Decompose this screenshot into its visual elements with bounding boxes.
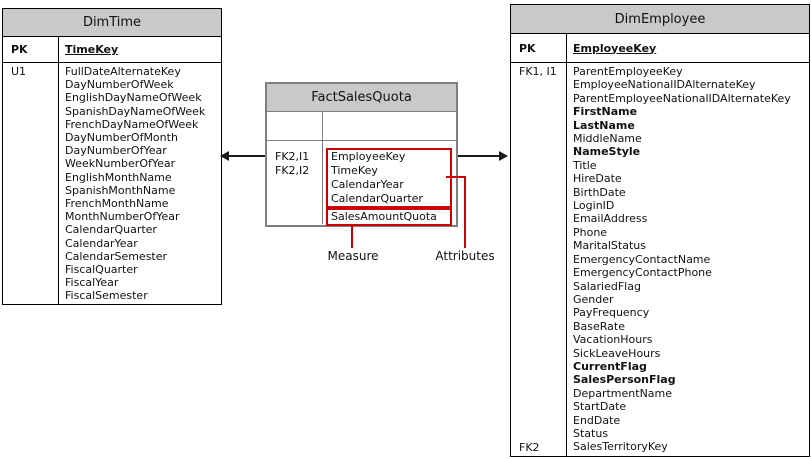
measure-leader-line xyxy=(351,226,353,248)
attributes-leader-line-vertical xyxy=(464,176,466,248)
column-name: EndDate xyxy=(573,413,621,427)
dim-time-title: DimTime xyxy=(3,9,221,37)
column-name: EmergencyContactPhone xyxy=(573,266,712,280)
column-name: ParentEmployeeKey xyxy=(573,65,683,78)
fact-empty-key-cell xyxy=(267,112,323,140)
column-name: NameStyle xyxy=(573,145,641,159)
dim-time-key-flag: U1 xyxy=(3,63,59,304)
dim-employee-key-flag-bottom: FK2 xyxy=(519,440,540,454)
column-name: Gender xyxy=(573,292,614,306)
dim-employee-pk-label: PK xyxy=(511,34,567,62)
column-name: FullDateAlternateKey xyxy=(65,65,181,78)
column-name: LastName xyxy=(573,118,635,132)
dim-employee-key-flag-top: FK1, I1 xyxy=(519,65,557,78)
measure-highlight-box: SalesAmountQuota xyxy=(326,208,452,226)
measure-column-name: SalesAmountQuota xyxy=(331,210,437,223)
column-name: DayNumberOfMonth xyxy=(65,131,178,145)
column-name: FiscalSemester xyxy=(65,289,148,303)
column-name: BirthDate xyxy=(573,185,626,199)
dim-time-pk-column: TimeKey xyxy=(65,43,119,56)
column-name: SpanishMonthName xyxy=(65,183,176,197)
column-name: Status xyxy=(573,426,609,440)
column-name: Phone xyxy=(573,225,608,239)
arrow-head-left-icon xyxy=(220,151,229,161)
column-name: MiddleName xyxy=(573,132,642,146)
column-name: Title xyxy=(573,158,597,172)
arrow-head-right-icon xyxy=(499,151,508,161)
column-name: SalesPersonFlag xyxy=(573,373,676,387)
fact-fk-flags: FK2,I1 FK2,I2 xyxy=(267,141,323,224)
attribute-column-name: CalendarYear xyxy=(331,178,404,191)
fact-empty-name-cell xyxy=(323,112,456,140)
fact-sales-quota-title: FactSalesQuota xyxy=(267,84,456,112)
column-name: EnglishMonthName xyxy=(65,170,172,184)
attribute-column-name: EmployeeKey xyxy=(331,150,406,163)
relationship-line-dimemployee xyxy=(458,155,500,157)
dim-time-pk-row: PK TimeKey xyxy=(3,37,221,63)
column-name: EmployeeNationalIDAlternateKey xyxy=(573,78,756,92)
column-name: BaseRate xyxy=(573,319,626,333)
relationship-line-dimtime xyxy=(228,155,266,157)
column-name: EmergencyContactName xyxy=(573,252,711,266)
column-name: PayFrequency xyxy=(573,306,650,320)
column-name: FrenchMonthName xyxy=(65,197,169,211)
measure-label: Measure xyxy=(327,249,379,263)
dim-employee-title: DimEmployee xyxy=(511,5,809,34)
column-name: SickLeaveHours xyxy=(573,346,661,360)
attributes-leader-line-horizontal xyxy=(446,176,466,178)
column-name: EnglishDayNameOfWeek xyxy=(65,91,202,105)
fact-fk-flag-2: FK2,I2 xyxy=(275,164,310,178)
column-name: EmailAddress xyxy=(573,212,648,226)
fact-fk-flag-1: FK2,I1 xyxy=(275,150,310,163)
column-name: CurrentFlag xyxy=(573,359,647,373)
column-name: CalendarQuarter xyxy=(65,223,157,237)
column-name: HireDate xyxy=(573,172,622,186)
attribute-column-name: CalendarQuarter xyxy=(331,192,423,205)
column-name: MaritalStatus xyxy=(573,239,646,253)
column-name: WeekNumberOfYear xyxy=(65,157,176,171)
column-name: MonthNumberOfYear xyxy=(65,210,180,224)
column-name: SalariedFlag xyxy=(573,279,641,293)
column-name: FrenchDayNameOfWeek xyxy=(65,117,199,131)
column-name: CalendarYear xyxy=(65,236,138,250)
column-name: DepartmentName xyxy=(573,386,673,400)
column-name: DayNumberOfYear xyxy=(65,144,167,158)
column-name: FiscalQuarter xyxy=(65,263,138,277)
dim-time-pk-label: PK xyxy=(3,37,59,62)
attributes-label: Attributes xyxy=(435,249,495,263)
column-name: SalesTerritoryKey xyxy=(573,440,668,454)
fact-sales-quota-table: FactSalesQuota FK2,I1 FK2,I2 EmployeeKey… xyxy=(265,82,458,227)
attribute-column-name: TimeKey xyxy=(331,164,378,177)
dim-employee-pk-column: EmployeeKey xyxy=(573,41,657,55)
column-name: VacationHours xyxy=(573,333,653,347)
dim-time-table: DimTime PK TimeKey U1 FullDateAlternateK… xyxy=(2,8,222,305)
column-name: StartDate xyxy=(573,400,627,414)
dim-employee-pk-row: PK EmployeeKey xyxy=(511,34,809,63)
column-name: LoginID xyxy=(573,199,615,213)
column-name: FirstName xyxy=(573,105,638,119)
dim-employee-table: DimEmployee PK EmployeeKey FK1, I1 FK2 P… xyxy=(510,4,810,457)
column-name: ParentEmployeeNationalIDAlternateKey xyxy=(573,91,791,105)
column-name: FiscalYear xyxy=(65,276,119,290)
dim-employee-key-flags: FK1, I1 FK2 xyxy=(511,63,567,456)
column-name: SpanishDayNameOfWeek xyxy=(65,104,206,118)
fact-sales-quota-empty-row xyxy=(267,112,456,141)
column-name: CalendarSemester xyxy=(65,249,168,263)
column-name: DayNumberOfWeek xyxy=(65,78,174,92)
